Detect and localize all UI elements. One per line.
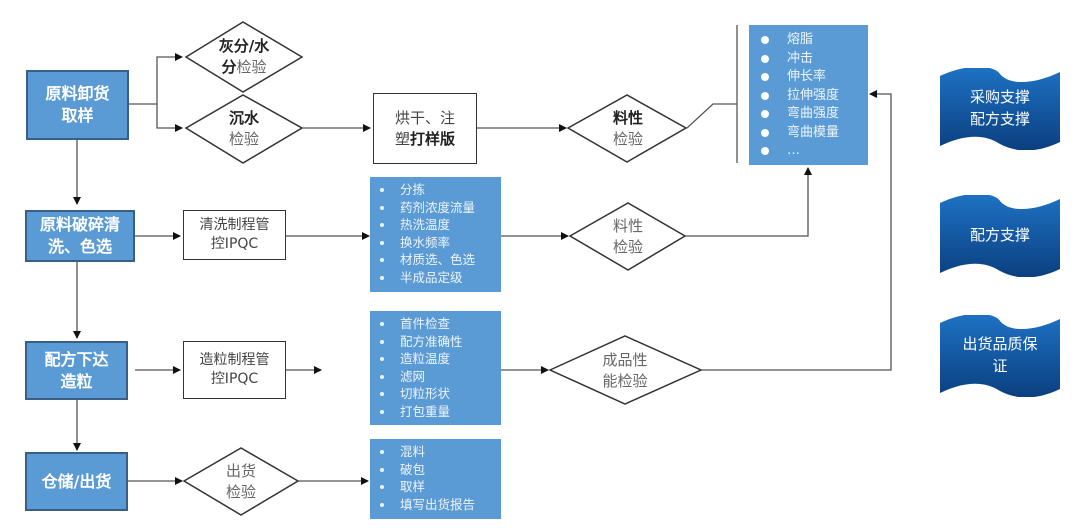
label-normal: 检验 xyxy=(228,130,259,148)
list-item: 填写出货报告 xyxy=(378,496,493,514)
diamond-material-1 xyxy=(566,94,688,163)
label: 料性 xyxy=(612,217,643,235)
banner-text: 配方支撑 xyxy=(969,110,1030,128)
list-item: 滤网 xyxy=(378,368,493,386)
banner-text: 采购支撑 xyxy=(969,88,1030,107)
connector-material1-to-properties xyxy=(686,103,737,129)
step-label: 造粒 xyxy=(60,371,93,391)
list-item: … xyxy=(759,142,858,161)
list-item: 打包重量 xyxy=(378,403,493,421)
list-pellet-items: 首件检查配方准确性造粒温度滤网切粒形状打包重量 xyxy=(370,311,501,425)
banner-shipping-quality: 出货品质保证 xyxy=(940,315,1060,397)
banner-formula-support: 配方支撑 xyxy=(940,195,1060,277)
connector-raw-to-ash xyxy=(128,53,183,105)
inspection-material-1: 料性 检验 xyxy=(580,102,676,156)
list-item: 切粒形状 xyxy=(378,385,493,403)
inspection-shipping: 出货 检验 xyxy=(193,455,289,509)
list-item: 弯曲强度 xyxy=(759,105,858,124)
list-item: 造粒温度 xyxy=(378,350,493,368)
banner-text: 出货品质保 xyxy=(962,335,1038,354)
diamond-material-2 xyxy=(568,202,687,271)
list-item: 配方准确性 xyxy=(378,333,493,351)
list-item: 材质选、色选 xyxy=(378,251,493,269)
label-bold: 分 xyxy=(221,58,237,76)
list-item: 分拣 xyxy=(378,181,493,199)
connector-material2-to-properties xyxy=(685,167,812,237)
diamond-finished xyxy=(548,335,703,405)
box-label: 塑 xyxy=(394,129,410,148)
list-item: 首件检查 xyxy=(378,315,493,333)
box-label: 控IPQC xyxy=(210,236,259,252)
diamond-ash-moisture xyxy=(184,21,304,93)
step-storage-ship[interactable]: 仓储/出货 xyxy=(25,452,128,511)
list-item: 热洗温度 xyxy=(378,216,493,234)
label-bold: 沉水 xyxy=(228,109,259,127)
list-item: 混料 xyxy=(378,443,493,461)
wave-banner-shape xyxy=(940,315,1060,397)
wave-banner-shape xyxy=(940,68,1060,150)
box-pellet-ipqc[interactable]: 造粒制程管 控IPQC xyxy=(183,341,286,399)
list-item: 半成品定级 xyxy=(378,269,493,287)
list-item: 换水频率 xyxy=(378,234,493,252)
inspection-finished: 成品性 能检验 xyxy=(575,344,675,398)
label-bold: 灰分/水 xyxy=(218,37,270,55)
label: 出货 xyxy=(225,462,256,480)
inspection-sink-water: 沉水 检验 xyxy=(196,102,292,156)
step-label: 原料卸货 xyxy=(45,84,110,104)
list-item: 冲击 xyxy=(759,50,858,69)
step-label: 配方下达 xyxy=(44,349,109,369)
banner-text: 证 xyxy=(992,357,1008,375)
inspection-material-2: 料性 检验 xyxy=(580,210,676,264)
list-wash-items: 分拣药剂浓度流量热洗温度换水频率材质选、色选半成品定级 xyxy=(370,177,501,292)
connector-raw-to-sink xyxy=(156,104,183,132)
label-normal: 检验 xyxy=(612,130,643,148)
diamond-shipping xyxy=(182,447,300,516)
label: 成品性 xyxy=(602,351,648,369)
box-label: 造粒制程管 xyxy=(199,352,270,369)
step-crush-wash[interactable]: 原料破碎清 洗、色选 xyxy=(25,210,135,262)
step-label: 原料破碎清 xyxy=(39,215,120,235)
banner-text: 配方支撑 xyxy=(969,226,1030,245)
label: 检验 xyxy=(612,238,643,256)
label-normal: 检验 xyxy=(236,58,267,76)
list-item: 熔脂 xyxy=(759,31,858,50)
step-label: 取样 xyxy=(61,106,94,125)
list-item: 破包 xyxy=(378,461,493,479)
box-label-bold: 打样版 xyxy=(410,129,456,148)
banner-purchase-formula-support: 采购支撑配方支撑 xyxy=(940,68,1060,150)
label: 能检验 xyxy=(602,372,648,390)
box-label: 烘干、注 xyxy=(394,109,455,128)
step-label: 仓储/出货 xyxy=(41,471,112,491)
box-label: 清洗制程管 xyxy=(199,217,270,234)
box-dry-mold[interactable]: 烘干、注 塑打样版 xyxy=(373,93,477,164)
list-item: 药剂浓度流量 xyxy=(378,199,493,217)
box-wash-ipqc[interactable]: 清洗制程管 控IPQC xyxy=(183,210,286,260)
connector-finished-to-properties xyxy=(701,90,892,371)
wave-banner-shape xyxy=(940,195,1060,277)
step-formula-pellet[interactable]: 配方下达 造粒 xyxy=(25,341,128,400)
label-bold: 料性 xyxy=(612,109,643,127)
inspection-ash-moisture: 灰分/水 分检验 xyxy=(196,30,292,84)
step-raw-unload[interactable]: 原料卸货 取样 xyxy=(26,70,129,140)
step-label: 洗、色选 xyxy=(47,237,112,256)
list-item: 弯曲模量 xyxy=(759,124,858,143)
list-item: 伸长率 xyxy=(759,68,858,87)
list-properties: 熔脂冲击伸长率拉伸强度弯曲强度弯曲模量… xyxy=(749,25,868,165)
diamond-sink-water xyxy=(184,94,304,164)
box-label: 控IPQC xyxy=(210,371,259,387)
list-item: 取样 xyxy=(378,478,493,496)
label: 检验 xyxy=(225,483,256,501)
list-item: 拉伸强度 xyxy=(759,87,858,106)
list-ship-items: 混料破包取样填写出货报告 xyxy=(370,439,501,519)
